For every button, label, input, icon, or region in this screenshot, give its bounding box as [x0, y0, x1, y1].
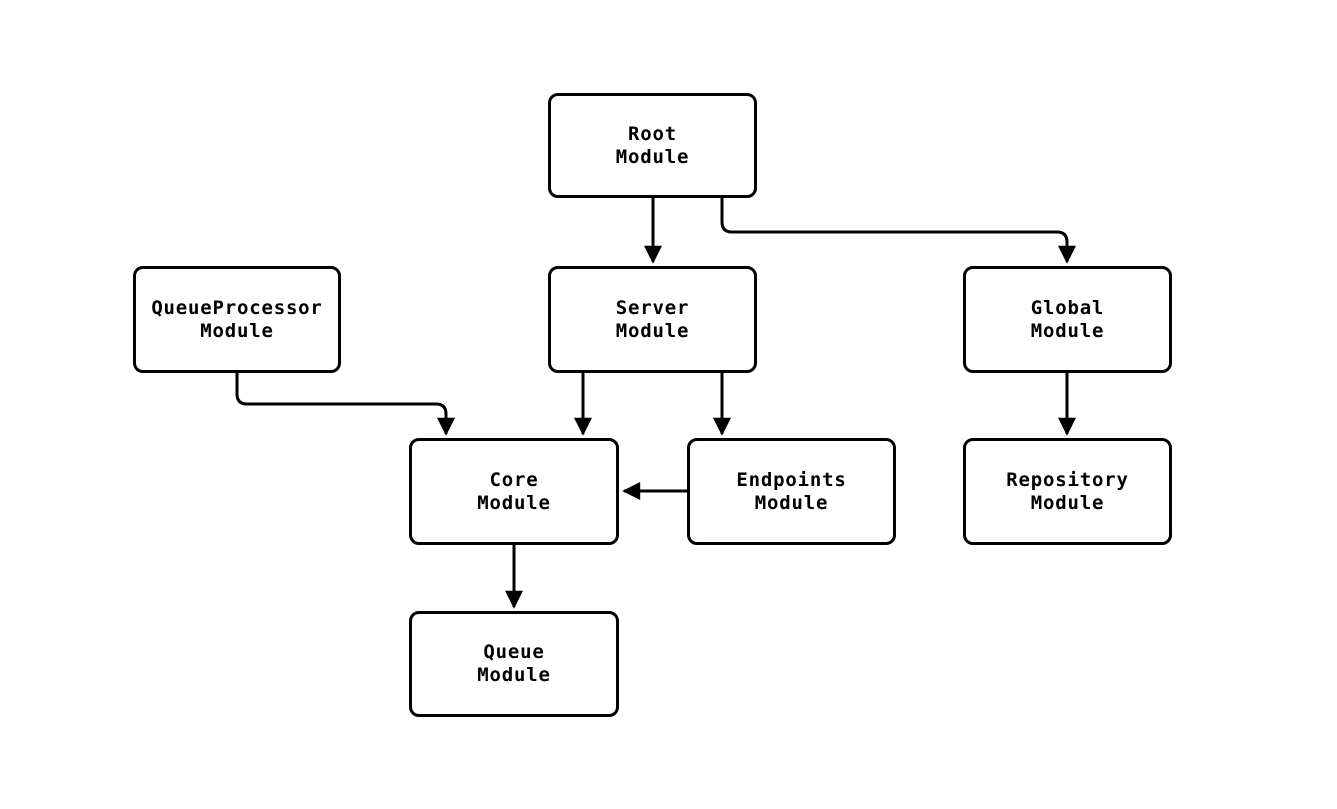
node-core-module-name: Core: [489, 468, 539, 491]
node-queueprocessor-module-suffix: Module: [200, 319, 274, 342]
node-queue-module-name: Queue: [483, 641, 545, 663]
node-server-module-name: Server: [615, 296, 690, 319]
node-root-module: Root Module: [548, 93, 757, 198]
node-endpoints-module-suffix: Module: [754, 491, 829, 514]
edge-queueprocessor-to-core: [235, 373, 455, 436]
node-endpoints-module-name: Endpoints: [736, 468, 847, 491]
node-root-module-suffix: Module: [615, 145, 690, 168]
node-endpoints-module: Endpoints Module: [687, 438, 896, 545]
node-root-module-name: Root: [628, 122, 677, 145]
node-queueprocessor-module-name: QueueProcessor: [151, 296, 323, 319]
node-global-module-name: Global: [1030, 296, 1105, 319]
node-core-module: Core Module: [409, 438, 619, 545]
node-repository-module: Repository Module: [963, 438, 1172, 545]
node-queue-module-suffix: Module: [477, 664, 551, 686]
node-global-module-suffix: Module: [1030, 319, 1105, 342]
node-repository-module-suffix: Module: [1030, 491, 1105, 514]
node-repository-module-name: Repository: [1006, 468, 1129, 491]
node-server-module-suffix: Module: [615, 319, 690, 342]
node-server-module: Server Module: [548, 266, 757, 373]
node-queueprocessor-module: QueueProcessor Module: [133, 266, 341, 373]
node-global-module: Global Module: [963, 266, 1172, 373]
node-core-module-suffix: Module: [477, 491, 551, 514]
node-queue-module: Queue Module: [409, 611, 619, 717]
edge-root-to-global: [720, 198, 1076, 264]
